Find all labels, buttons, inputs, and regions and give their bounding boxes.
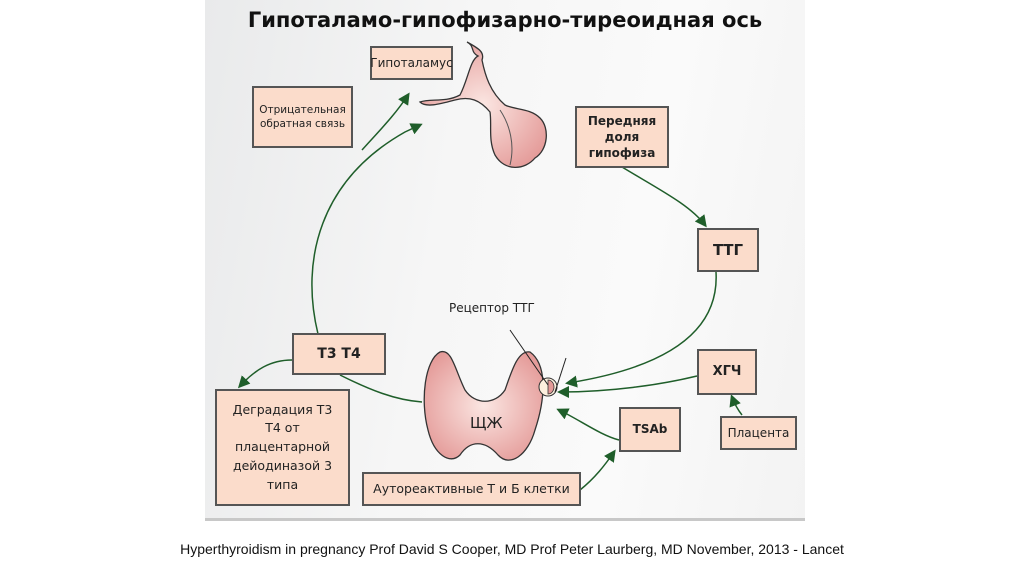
tsh-label: ТТГ: [712, 240, 744, 259]
diagram-title: Гипоталамо-гипофизарно-тиреоидная ось: [247, 8, 763, 32]
hypothalamus-box: Гипоталамус: [370, 46, 453, 80]
anterior-pituitary-box: Передняя доля гипофиза: [575, 106, 669, 168]
autoreactive-box: Аутореактивные Т и Б клетки: [362, 472, 581, 506]
hypothalamus-label: Гипоталамус: [370, 55, 453, 70]
arrows: [237, 92, 743, 491]
pituitary-illustration: [418, 41, 547, 169]
tsh-receptor-label: Рецептор ТТГ: [449, 301, 535, 315]
tsab-label: TSAb: [632, 422, 668, 437]
hcg-label: ХГЧ: [712, 364, 742, 380]
t3t4-label: Т3 Т4: [317, 345, 361, 362]
source-caption: Hyperthyroidism in pregnancy Prof David …: [180, 541, 844, 557]
negative-feedback-label: Отрицательная обратная связь: [259, 103, 346, 130]
degradation-box: Деградация Т3 Т4 от плацентарной дейодин…: [215, 389, 350, 506]
thyroid-illustration: [423, 329, 567, 461]
tsab-box: TSAb: [619, 407, 681, 452]
anterior-pituitary-label: Передняя доля гипофиза: [587, 113, 657, 161]
tsh-box: ТТГ: [697, 228, 759, 272]
t3t4-box: Т3 Т4: [292, 333, 386, 375]
autoreactive-label: Аутореактивные Т и Б клетки: [373, 480, 570, 496]
hcg-box: ХГЧ: [697, 349, 757, 395]
negative-feedback-box: Отрицательная обратная связь: [252, 86, 353, 148]
degradation-label: Деградация Т3 Т4 от плацентарной дейодин…: [232, 401, 333, 492]
placenta-label: Плацента: [727, 425, 790, 440]
placenta-box: Плацента: [720, 416, 797, 450]
thyroid-label: ЩЖ: [470, 414, 503, 432]
